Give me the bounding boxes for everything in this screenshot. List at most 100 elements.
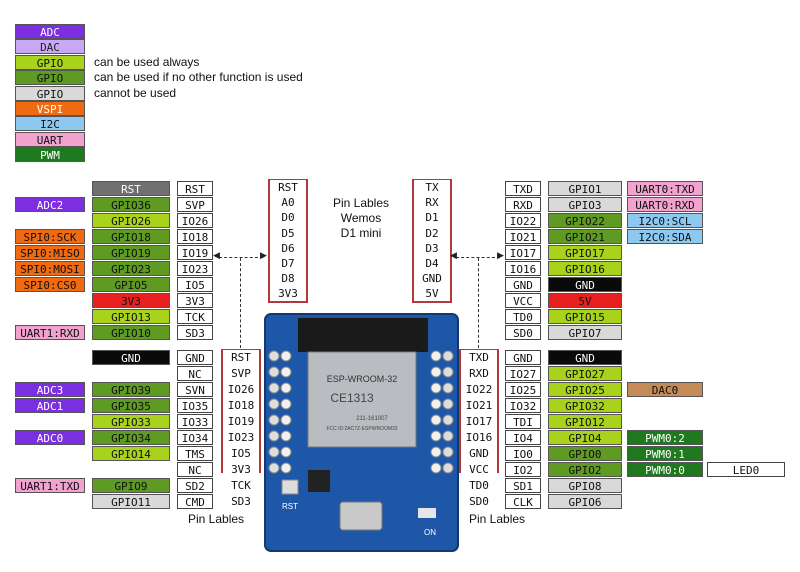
pin-label: RXD	[505, 197, 541, 212]
center-title-line3: D1 mini	[340, 226, 382, 240]
board-pin-label: IO16	[461, 430, 497, 445]
pin-label: IO17	[505, 245, 541, 260]
pin-hole	[280, 398, 292, 410]
function-label: ADC3	[15, 382, 85, 397]
legend-swatch: GPIO	[15, 54, 85, 70]
board-pin-label: VCC	[461, 462, 497, 477]
pin-hole	[268, 398, 280, 410]
connector-right-h	[456, 257, 500, 258]
pin-hole	[268, 430, 280, 442]
board-pin-label: IO26	[223, 382, 259, 397]
board-pin-label: IO17	[461, 414, 497, 429]
board-pin-label: IO21	[461, 398, 497, 413]
pin-hole	[280, 462, 292, 474]
pin-label: IO23	[177, 261, 213, 276]
gpio-label: GPIO3	[548, 197, 622, 212]
gpio-label: GPIO5	[92, 277, 170, 292]
legend-description: can be used if no other function is used	[94, 70, 303, 85]
pin-hole	[280, 366, 292, 378]
center-right-pin: TX	[414, 180, 450, 195]
pin-hole	[280, 446, 292, 458]
pin-label: SD1	[505, 478, 541, 493]
pin-label: GND	[177, 350, 213, 365]
pin-hole	[280, 350, 292, 362]
pin-label: IO26	[177, 213, 213, 228]
pin-hole	[430, 398, 442, 410]
gpio-label: GPIO18	[92, 229, 170, 244]
pin-label: IO2	[505, 462, 541, 477]
pin-hole	[268, 414, 280, 426]
reset-button	[281, 479, 299, 495]
pin-hole	[280, 382, 292, 394]
gpio-label: GPIO39	[92, 382, 170, 397]
pin-label: IO4	[505, 430, 541, 445]
legend-description: can be used always	[94, 54, 200, 69]
legend-swatch: GPIO	[15, 70, 85, 86]
pin-label: TCK	[177, 309, 213, 324]
function-label: SPI0:MISO	[15, 245, 85, 260]
function-label: UART0:TXD	[627, 181, 703, 196]
board-pin-label: RXD	[461, 366, 497, 381]
gpio-label: GND	[548, 277, 622, 292]
pin-label: GND	[505, 277, 541, 292]
pin-label: CLK	[505, 494, 541, 509]
cert-text-1: 211-161007	[356, 416, 388, 422]
gpio-label: GPIO15	[548, 309, 622, 324]
pin-hole	[268, 446, 280, 458]
pin-hole	[430, 446, 442, 458]
board-pin-label: 3V3	[223, 462, 259, 477]
gpio-label: GPIO33	[92, 414, 170, 429]
pin-label: IO35	[177, 398, 213, 413]
board-pin-label: IO22	[461, 382, 497, 397]
esp32-module-shield	[307, 351, 417, 448]
gpio-label: GND	[548, 350, 622, 365]
rst-label: RST	[282, 502, 298, 511]
legend-swatch: DAC	[15, 39, 85, 55]
pin-label: SD2	[177, 478, 213, 493]
pin-label: IO18	[177, 229, 213, 244]
board-pin-label: TD0	[461, 478, 497, 493]
pin-hole	[430, 462, 442, 474]
legend-swatch: PWM	[15, 147, 85, 163]
on-label: ON	[424, 528, 436, 537]
legend-swatch: VSPI	[15, 101, 85, 116]
gpio-label: GPIO2	[548, 462, 622, 477]
pin-hole	[442, 382, 454, 394]
pin-hole	[268, 382, 280, 394]
connector-right-v	[478, 258, 479, 348]
arrow-left-icon: ◀	[450, 251, 457, 261]
gpio-label: GPIO23	[92, 261, 170, 276]
center-right-pin: D1	[414, 210, 450, 226]
center-right-pin: 5V	[414, 286, 450, 302]
function-label: PWM0:1	[627, 446, 703, 461]
bottom-left-caption: Pin Lables	[188, 512, 245, 526]
center-left-pin: D6	[270, 240, 306, 256]
board-pin-label: TCK	[223, 478, 259, 493]
function-label: UART1:RXD	[15, 325, 85, 340]
function-label: PWM0:2	[627, 430, 703, 445]
function-label: ADC2	[15, 197, 85, 212]
pin-hole	[442, 430, 454, 442]
center-right-pin: D2	[414, 225, 450, 241]
gpio-label: GPIO35	[92, 398, 170, 413]
center-left-pin: D8	[270, 271, 306, 287]
pin-label: IO5	[177, 277, 213, 292]
center-left-pin: D0	[270, 210, 306, 226]
pin-hole	[442, 462, 454, 474]
pin-label: SVP	[177, 197, 213, 212]
board-pin-label: IO5	[223, 446, 259, 461]
gpio-label: GPIO21	[548, 229, 622, 244]
legend-swatch: I2C	[15, 116, 85, 132]
gpio-label: GPIO13	[92, 309, 170, 324]
d1-mini-board: ESP-WROOM-32 CE1313 211-161007 FCC ID:2A…	[264, 313, 459, 552]
gpio-label: GPIO8	[548, 478, 622, 493]
function-label: I2C0:SDA	[627, 229, 703, 244]
pin-label: IO27	[505, 366, 541, 381]
gpio-label: GPIO32	[548, 398, 622, 413]
pin-label: NC	[177, 366, 213, 381]
pin-hole	[442, 414, 454, 426]
gpio-label: GPIO10	[92, 325, 170, 340]
center-right-pin: D4	[414, 256, 450, 271]
